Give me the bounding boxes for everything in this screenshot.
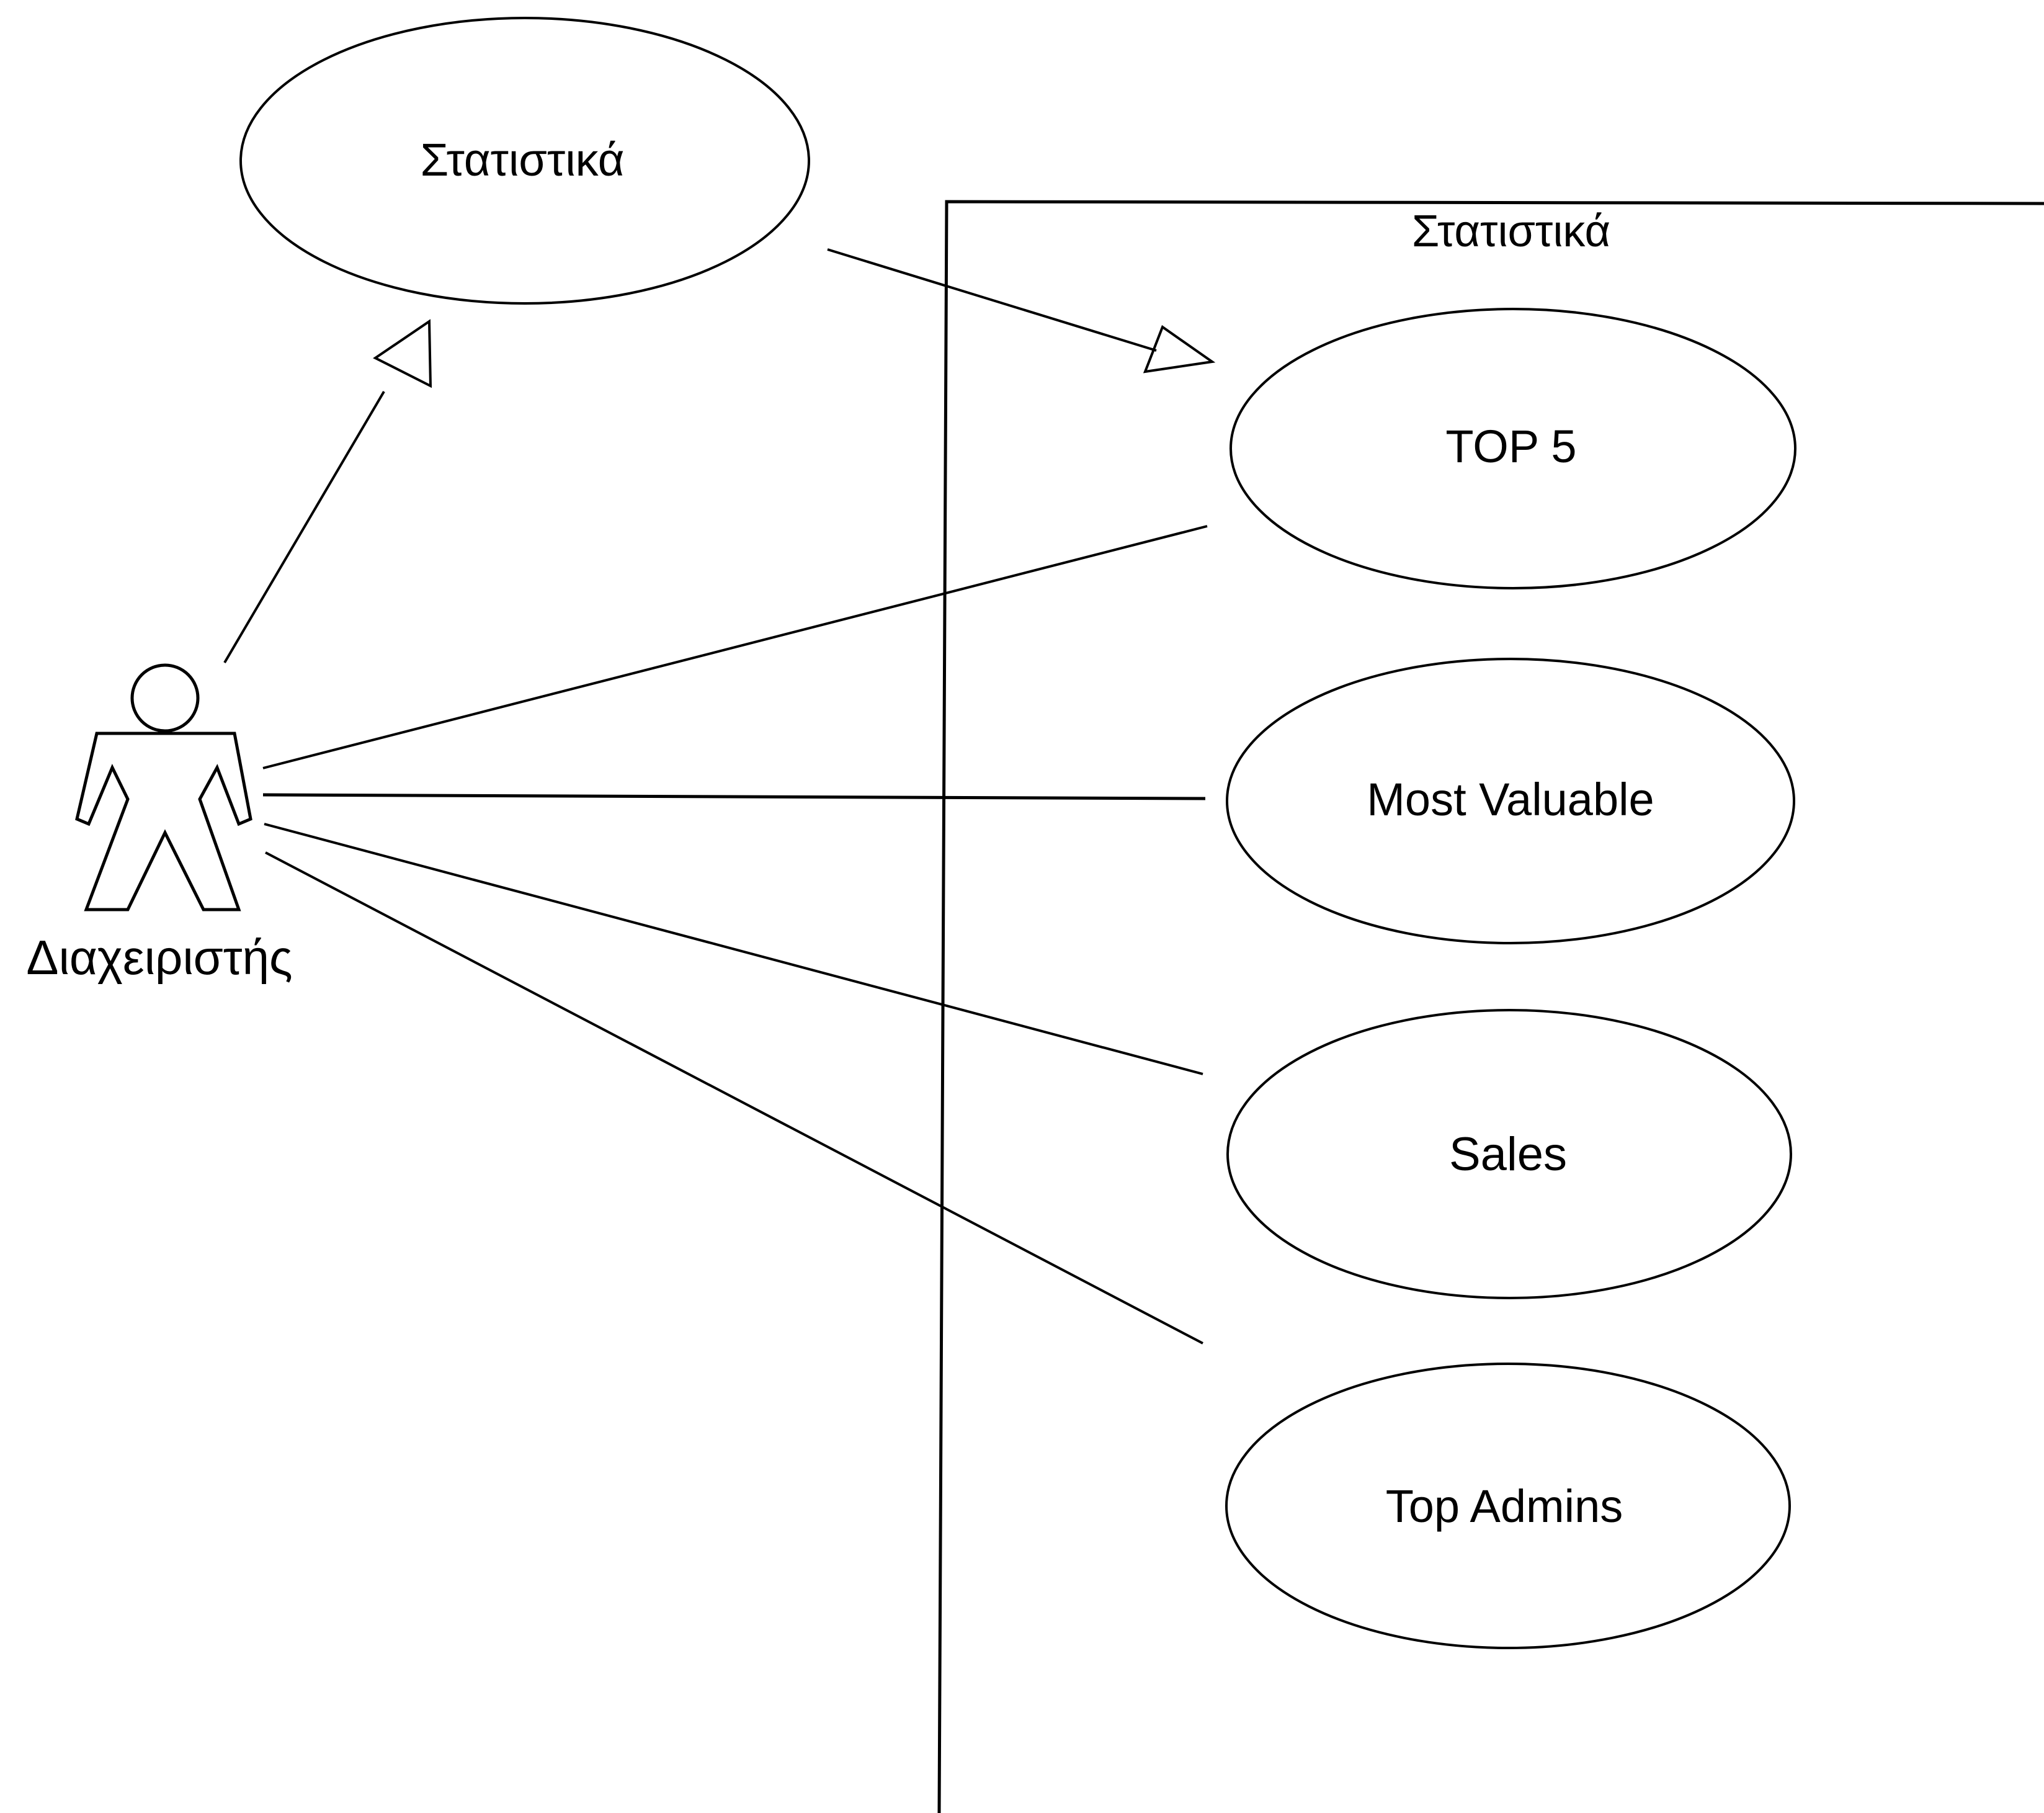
use-case-top5-label: TOP 5 <box>1445 421 1576 472</box>
use-case-top-admins-label: Top Admins <box>1386 1480 1623 1532</box>
use-case-top5[interactable]: TOP 5 <box>1230 308 1796 589</box>
use-case-general[interactable]: Στατιστικά <box>239 17 810 305</box>
use-case-sales-label: Sales <box>1449 1128 1567 1181</box>
use-case-most-valuable-label: Most Valuable <box>1367 774 1654 825</box>
actor-administrator[interactable]: Διαχειριστής <box>26 663 293 985</box>
association-line-top-admins <box>265 851 1203 1345</box>
actor-label: Διαχειριστής <box>26 930 292 985</box>
hollow-arrowhead-icon <box>1143 325 1216 374</box>
use-case-most-valuable[interactable]: Most Valuable <box>1226 658 1795 944</box>
associations <box>262 525 1208 1345</box>
use-case-sales[interactable]: Sales <box>1226 1009 1792 1299</box>
use-case-top-admins[interactable]: Top Admins <box>1225 1363 1791 1649</box>
actor-icon <box>75 663 252 911</box>
use-case-general-ellipse[interactable] <box>239 17 810 305</box>
system-boundary: Στατιστικά <box>937 200 2044 1813</box>
hollow-arrowhead-icon <box>373 319 432 388</box>
generalization-arrow-actor <box>223 319 432 664</box>
use-case-general-label: Στατιστικά <box>420 134 624 186</box>
association-line-sales <box>264 823 1203 1075</box>
association-line-most-valuable <box>262 793 1206 800</box>
generalization-arrow-system <box>827 248 1216 374</box>
system-boundary-frame <box>937 200 2044 1813</box>
association-line-top5 <box>262 525 1208 769</box>
system-boundary-title: Στατιστικά <box>1412 207 1610 256</box>
